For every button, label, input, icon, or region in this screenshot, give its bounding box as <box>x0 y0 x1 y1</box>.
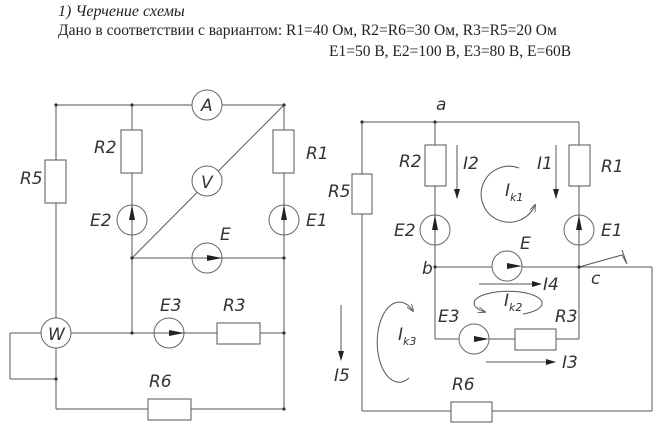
wattmeter-label: W <box>48 325 66 345</box>
resistor-r6 <box>450 401 493 423</box>
label-ik1: Ik1 <box>505 181 523 204</box>
section-title: 1) Черчение схемы <box>58 3 185 20</box>
ammeter-label: A <box>200 96 213 116</box>
given-values-line1: Дано в соответствии с вариантом: R1=40 О… <box>58 22 557 39</box>
right-wires <box>361 121 653 412</box>
arrow-up-icon <box>432 215 438 230</box>
source-e <box>191 242 223 274</box>
node-dot <box>282 407 286 411</box>
source-e3 <box>458 323 490 355</box>
label-r6: R6 <box>149 372 172 392</box>
left-wires <box>9 104 285 410</box>
loop-arrow-ik1 <box>480 165 535 223</box>
ammeter <box>191 89 223 121</box>
node-c-label: c <box>591 269 601 289</box>
loop-arrow-ik3 <box>376 301 413 383</box>
resistor-r2 <box>424 144 447 187</box>
label-ik2: Ik2 <box>504 291 522 314</box>
label-e: E <box>220 225 231 245</box>
label-e2: E2 <box>90 211 112 231</box>
arrow-right-icon <box>507 263 522 269</box>
node-dot <box>433 265 437 269</box>
label-r1: R1 <box>306 144 329 164</box>
label-e3: E3 <box>438 307 460 327</box>
left-circuit: R5 R2 R1 R3 R6 A V W E2 E1 <box>9 89 329 421</box>
label-e2: E2 <box>394 221 416 241</box>
voltmeter <box>191 165 223 197</box>
break-mark <box>578 249 628 268</box>
node-b-label: b <box>422 259 433 279</box>
label-r3: R3 <box>555 307 578 327</box>
resistor-r5 <box>44 159 67 204</box>
resistor-r3 <box>216 322 261 345</box>
voltmeter-label: V <box>201 173 214 193</box>
node-dot <box>360 120 364 124</box>
resistor-r5 <box>351 173 373 215</box>
node-a-label: a <box>436 95 446 115</box>
resistor-r1 <box>272 129 295 174</box>
loop-arrow-ik2 <box>473 290 543 315</box>
resistor-r2 <box>120 129 143 174</box>
given-values-line2: E1=50 В, E2=100 В, E3=80 В, E=60В <box>329 43 572 60</box>
label-e: E <box>520 234 531 254</box>
source-e3 <box>153 317 185 349</box>
node-dot <box>54 103 58 107</box>
arrow-right-icon <box>207 255 222 261</box>
label-i3: I3 <box>562 353 578 373</box>
node-dot <box>130 103 134 107</box>
source-e2 <box>419 214 451 246</box>
arrow-right-icon <box>474 336 489 342</box>
label-r5: R5 <box>328 182 351 202</box>
arrow-up-icon <box>281 205 287 220</box>
node-dot <box>130 331 134 335</box>
node-dot <box>130 256 134 260</box>
label-i5: I5 <box>334 366 350 386</box>
label-r6: R6 <box>452 375 475 395</box>
label-r3: R3 <box>223 296 246 316</box>
label-r2: R2 <box>94 138 117 158</box>
node-dot <box>433 120 437 124</box>
label-e1: E1 <box>306 211 328 231</box>
label-i4: I4 <box>543 275 559 295</box>
label-i1: I1 <box>537 154 553 174</box>
node-dot <box>54 377 58 381</box>
label-i2: I2 <box>463 154 479 174</box>
node-dot <box>577 265 581 269</box>
source-e1 <box>268 204 300 236</box>
resistor-r6 <box>147 398 192 421</box>
wattmeter <box>40 317 72 349</box>
arrow-up-icon <box>576 215 582 230</box>
label-e1: E1 <box>601 221 623 241</box>
resistor-r3 <box>514 328 557 351</box>
right-circuit: a b c R5 R2 R1 R3 R6 E2 E1 E <box>328 95 653 423</box>
label-e3: E3 <box>160 296 182 316</box>
resistor-r1 <box>568 144 591 187</box>
label-r1: R1 <box>601 157 624 177</box>
source-e1 <box>563 214 595 246</box>
source-e <box>491 250 523 282</box>
arrow-up-icon <box>129 205 135 220</box>
source-e2 <box>116 204 148 236</box>
label-r5: R5 <box>20 169 43 189</box>
arrow-right-icon <box>169 330 184 336</box>
node-dot <box>282 331 286 335</box>
node-dot <box>282 256 286 260</box>
label-ik3: Ik3 <box>398 325 416 348</box>
node-dot <box>282 103 286 107</box>
label-r2: R2 <box>399 152 422 172</box>
